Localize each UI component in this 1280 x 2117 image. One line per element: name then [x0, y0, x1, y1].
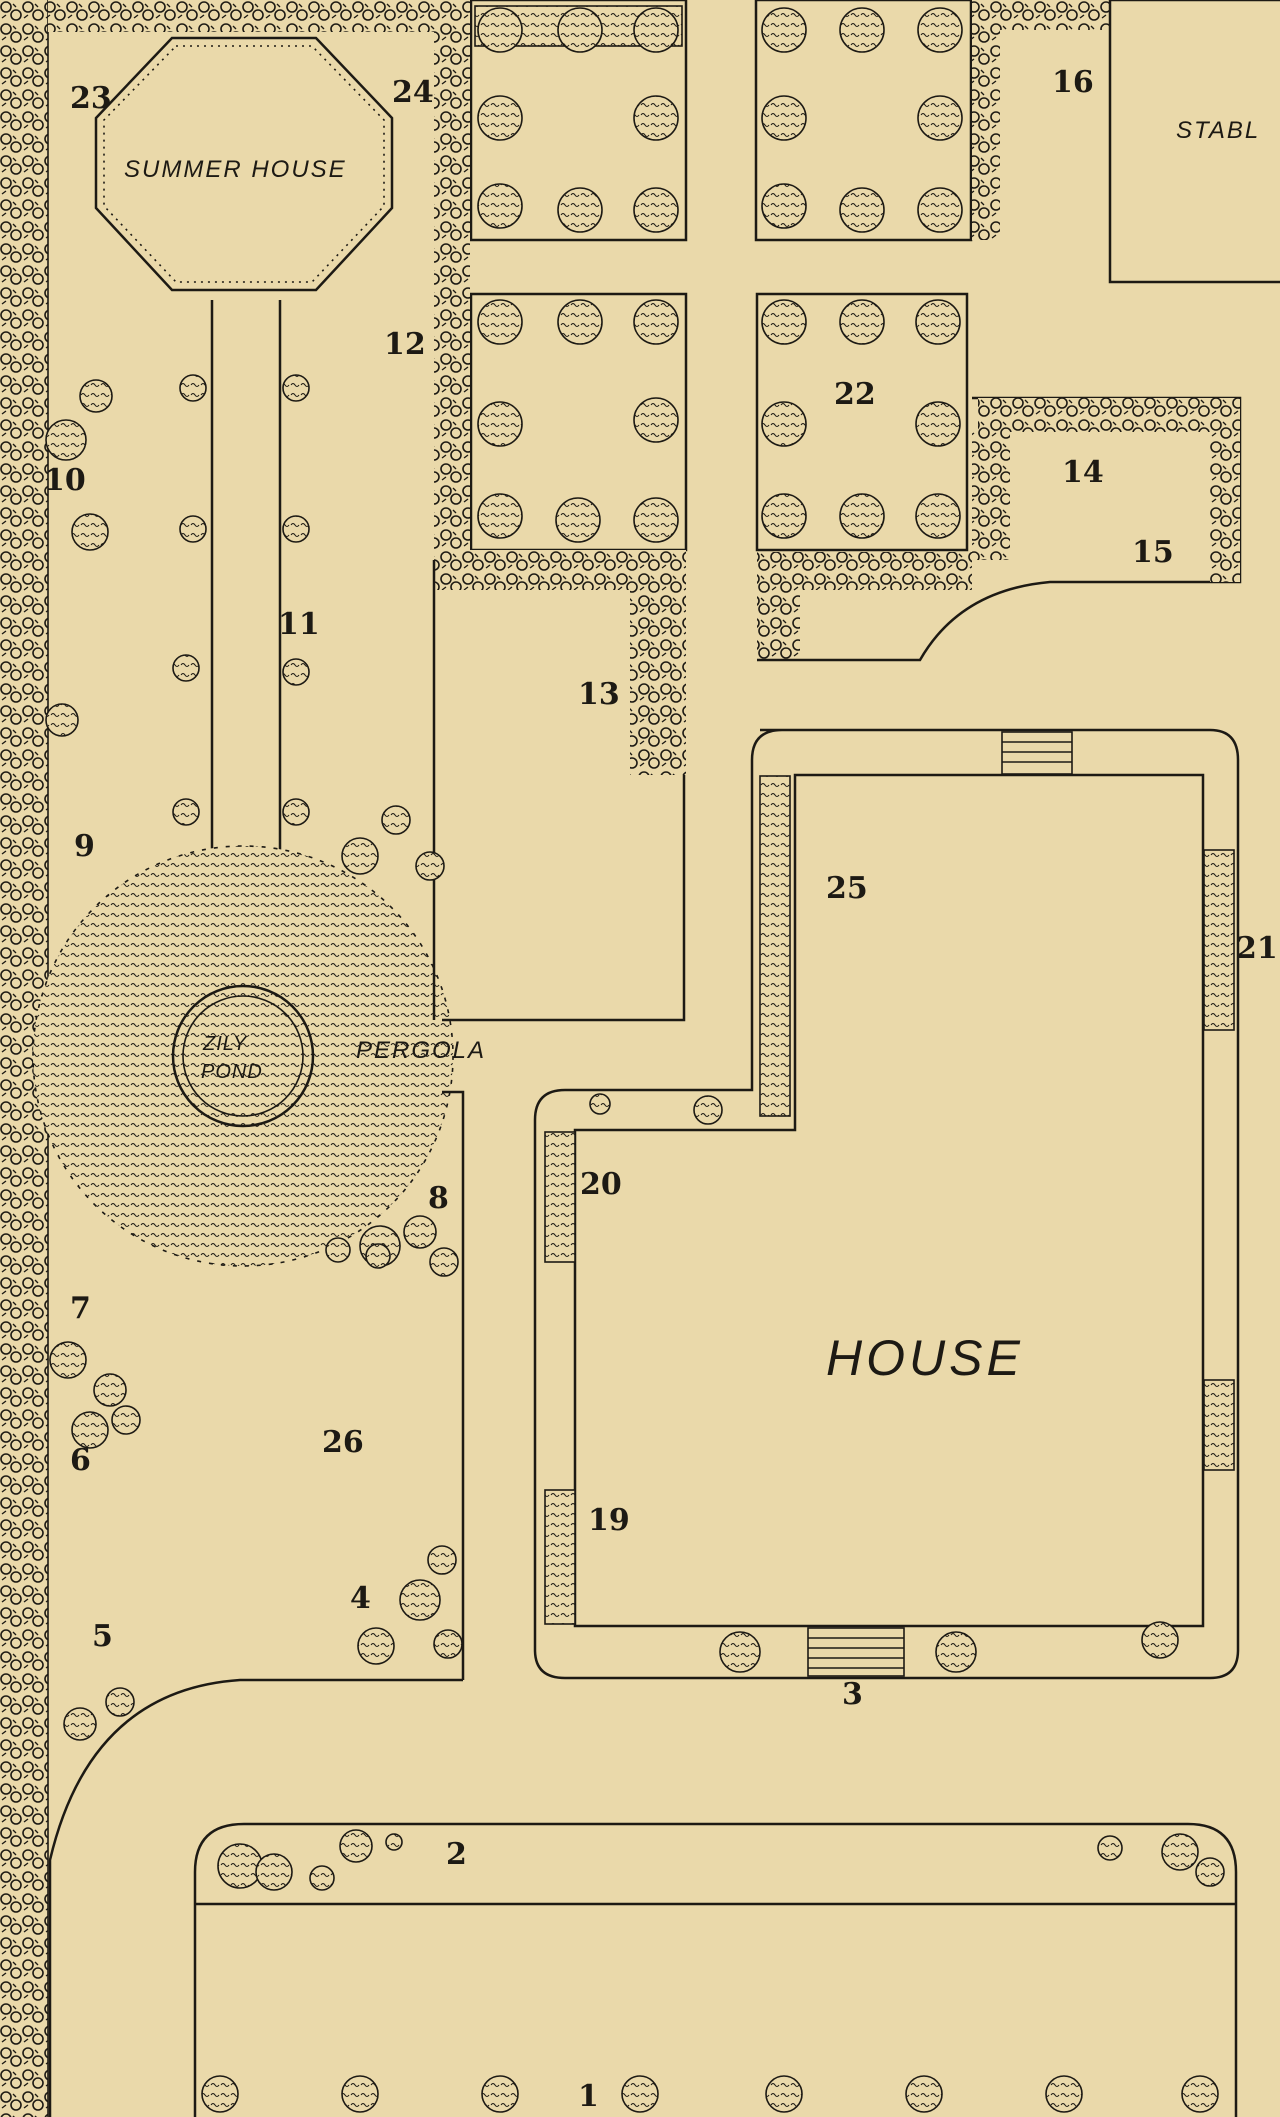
number-11: 11 [278, 607, 320, 642]
number-3: 3 [842, 1677, 863, 1712]
garden-14-15 [757, 396, 1242, 662]
garden-bed-ne [754, 0, 973, 242]
lawn-shrubs [45, 379, 463, 1741]
walk-trees [172, 374, 310, 826]
number-12: 12 [384, 327, 426, 362]
plan-numbers: 1 2 3 4 5 6 7 8 9 10 11 12 13 14 15 16 1… [44, 65, 1278, 2114]
number-20: 20 [580, 1167, 622, 1202]
number-1: 1 [578, 2079, 599, 2114]
number-10: 10 [44, 463, 86, 498]
number-5: 5 [92, 1619, 113, 1654]
hedge-12 [434, 0, 470, 560]
garden-bed-22 [755, 292, 969, 552]
bed-trees [477, 7, 963, 543]
central-walk [210, 300, 282, 862]
number-22: 22 [834, 377, 876, 412]
number-7: 7 [70, 1291, 91, 1326]
top-boundary-hedge [48, 0, 468, 32]
hedge-15-west [757, 552, 972, 660]
stable [1108, 0, 1280, 284]
number-24: 24 [392, 75, 434, 110]
hedge-16-west [972, 0, 1000, 240]
number-9: 9 [74, 829, 95, 864]
number-25: 25 [826, 871, 868, 906]
pergola [32, 845, 454, 1267]
summer-house-label: SUMMER HOUSE [124, 156, 347, 183]
number-8: 8 [428, 1181, 449, 1216]
stable-label: STABL [1176, 117, 1260, 144]
summer-house [94, 36, 394, 292]
number-15: 15 [1132, 535, 1174, 570]
number-14: 14 [1062, 455, 1104, 490]
hedge-13 [434, 550, 686, 775]
number-21: 21 [1236, 931, 1278, 966]
house-label: HOUSE [826, 1330, 1024, 1386]
lily-pond [171, 984, 315, 1128]
number-4: 4 [350, 1581, 371, 1616]
number-23: 23 [70, 81, 112, 116]
number-19: 19 [588, 1503, 630, 1538]
number-26: 26 [322, 1425, 364, 1460]
foundation-shrubs [544, 775, 1235, 1673]
number-13: 13 [578, 677, 620, 712]
house [533, 728, 1240, 1680]
lily-pond-inner [182, 995, 304, 1117]
pergola-label: PERGOLA [356, 1037, 486, 1064]
front-lawn [193, 1822, 1238, 2117]
lily-pond-label-1: ZILY [202, 1033, 248, 1055]
lily-pond-label-2: POND [201, 1061, 263, 1083]
front-lawn-boundary [48, 1678, 463, 2117]
number-2: 2 [446, 1837, 467, 1872]
pergola-east-walk [442, 740, 686, 1680]
number-6: 6 [70, 1443, 91, 1478]
number-16: 16 [1052, 65, 1094, 100]
